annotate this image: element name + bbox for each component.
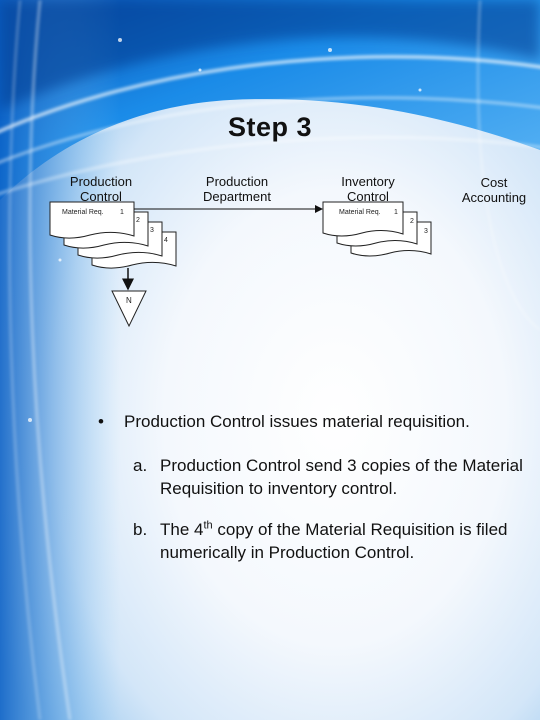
copy-number: 1 [394, 209, 398, 216]
sub-item-label: a. [133, 456, 148, 475]
column-header-production-department: Production Department [177, 174, 297, 204]
column-header-line: Control [347, 189, 389, 204]
column-header-inventory-control: Inventory Control [308, 174, 428, 204]
copy-number: 3 [424, 228, 428, 235]
copy-number: 2 [136, 217, 140, 224]
column-header-line: Production [205, 174, 269, 189]
copy-number: 1 [120, 209, 124, 216]
bullet-marker: • [98, 412, 104, 431]
column-header-line: Inventory [341, 174, 395, 189]
sub-item-text-start: The 4 [160, 520, 204, 539]
column-header-line: Production [69, 174, 133, 189]
document-label: Material Req. [62, 209, 104, 216]
column-header-cost-accounting: Cost Accounting [434, 175, 540, 205]
inventory-document-copy-1: Material Req. 1 [322, 201, 404, 237]
copy-number: 4 [164, 237, 168, 244]
file-label: N [126, 296, 132, 305]
column-header-production-control: Production Control [41, 174, 161, 204]
copy-number: 3 [150, 227, 154, 234]
sub-item-label: b. [133, 520, 148, 539]
slide-title: Step 3 [227, 112, 313, 142]
ordinal-suffix: th [203, 519, 213, 532]
sub-item-text: The 4th copy of the Material Requisition… [160, 518, 535, 564]
document-copy-1: Material Req. 1 [49, 201, 135, 239]
bullet-text: Production Control issues material requi… [124, 412, 470, 431]
numeric-file-symbol: N [111, 290, 147, 328]
sub-item-text-end: copy of the Material Requisition is file… [160, 520, 508, 562]
copy-number: 2 [410, 218, 414, 225]
column-header-line: Department [203, 189, 271, 204]
column-header-line: Cost [480, 175, 508, 190]
column-header-line: Control [80, 189, 122, 204]
sub-item-text: Production Control send 3 copies of the … [160, 456, 523, 498]
document-label: Material Req. [339, 209, 381, 216]
column-header-line: Accounting [461, 190, 527, 205]
